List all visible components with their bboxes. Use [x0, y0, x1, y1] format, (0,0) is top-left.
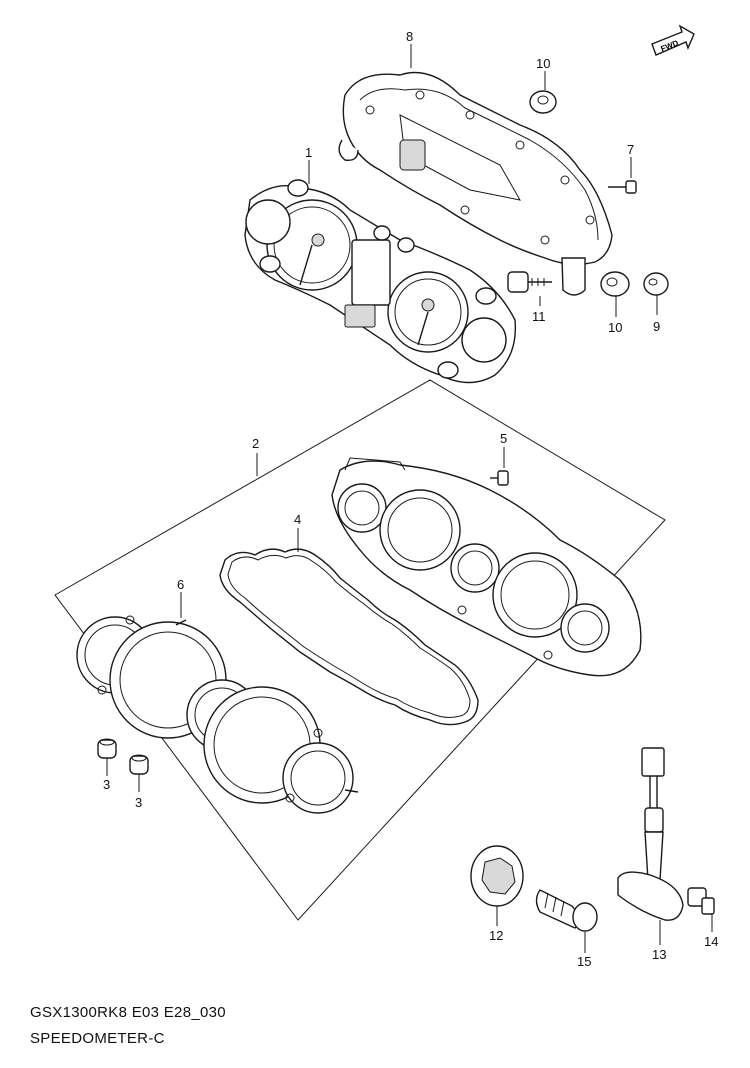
lens-plate-part — [76, 615, 359, 814]
callout-9: 9 — [653, 319, 660, 334]
leader-lines — [106, 44, 713, 953]
callout-labels: 8 10 7 1 11 10 9 2 5 4 6 3 3 12 15 13 14 — [103, 29, 718, 969]
gear-shaft-part — [535, 889, 598, 932]
callout-14: 14 — [704, 934, 718, 949]
screw-7-part — [608, 180, 637, 194]
assembly-group-outline — [54, 379, 666, 921]
callout-7: 7 — [627, 142, 634, 157]
model-code-caption: GSX1300RK8 E03 E28_030 — [30, 1004, 226, 1021]
callout-12: 12 — [489, 928, 503, 943]
callout-2: 2 — [252, 436, 259, 451]
callout-11: 11 — [532, 309, 546, 324]
callout-6: 6 — [177, 577, 184, 592]
grommet-bottom-part — [600, 271, 630, 297]
callout-15: 15 — [577, 954, 591, 969]
callout-3a: 3 — [103, 777, 110, 792]
callout-8: 8 — [406, 29, 413, 44]
nut-3a-part — [97, 738, 117, 759]
drive-plate-part — [470, 845, 524, 907]
collar-part — [643, 272, 669, 296]
bolt-14-part — [687, 887, 715, 915]
callout-13: 13 — [652, 947, 666, 962]
front-case-part — [331, 457, 642, 677]
gasket-part — [219, 548, 479, 726]
fwd-arrow: FWD — [651, 24, 695, 56]
screw-5-part — [490, 470, 509, 486]
callout-10-bottom: 10 — [608, 320, 622, 335]
bolt-11-part — [507, 271, 552, 293]
grommet-top-part — [529, 90, 557, 114]
callout-10-top: 10 — [536, 56, 550, 71]
callout-5: 5 — [500, 431, 507, 446]
callout-3b: 3 — [135, 795, 142, 810]
callout-4: 4 — [294, 512, 301, 527]
nut-3b-part — [129, 754, 149, 775]
meter-assembly-part — [244, 179, 517, 384]
speed-sensor-part — [617, 747, 684, 921]
diagram-name-caption: SPEEDOMETER-C — [30, 1030, 165, 1047]
callout-1: 1 — [305, 145, 312, 160]
rear-housing-part — [338, 71, 613, 296]
